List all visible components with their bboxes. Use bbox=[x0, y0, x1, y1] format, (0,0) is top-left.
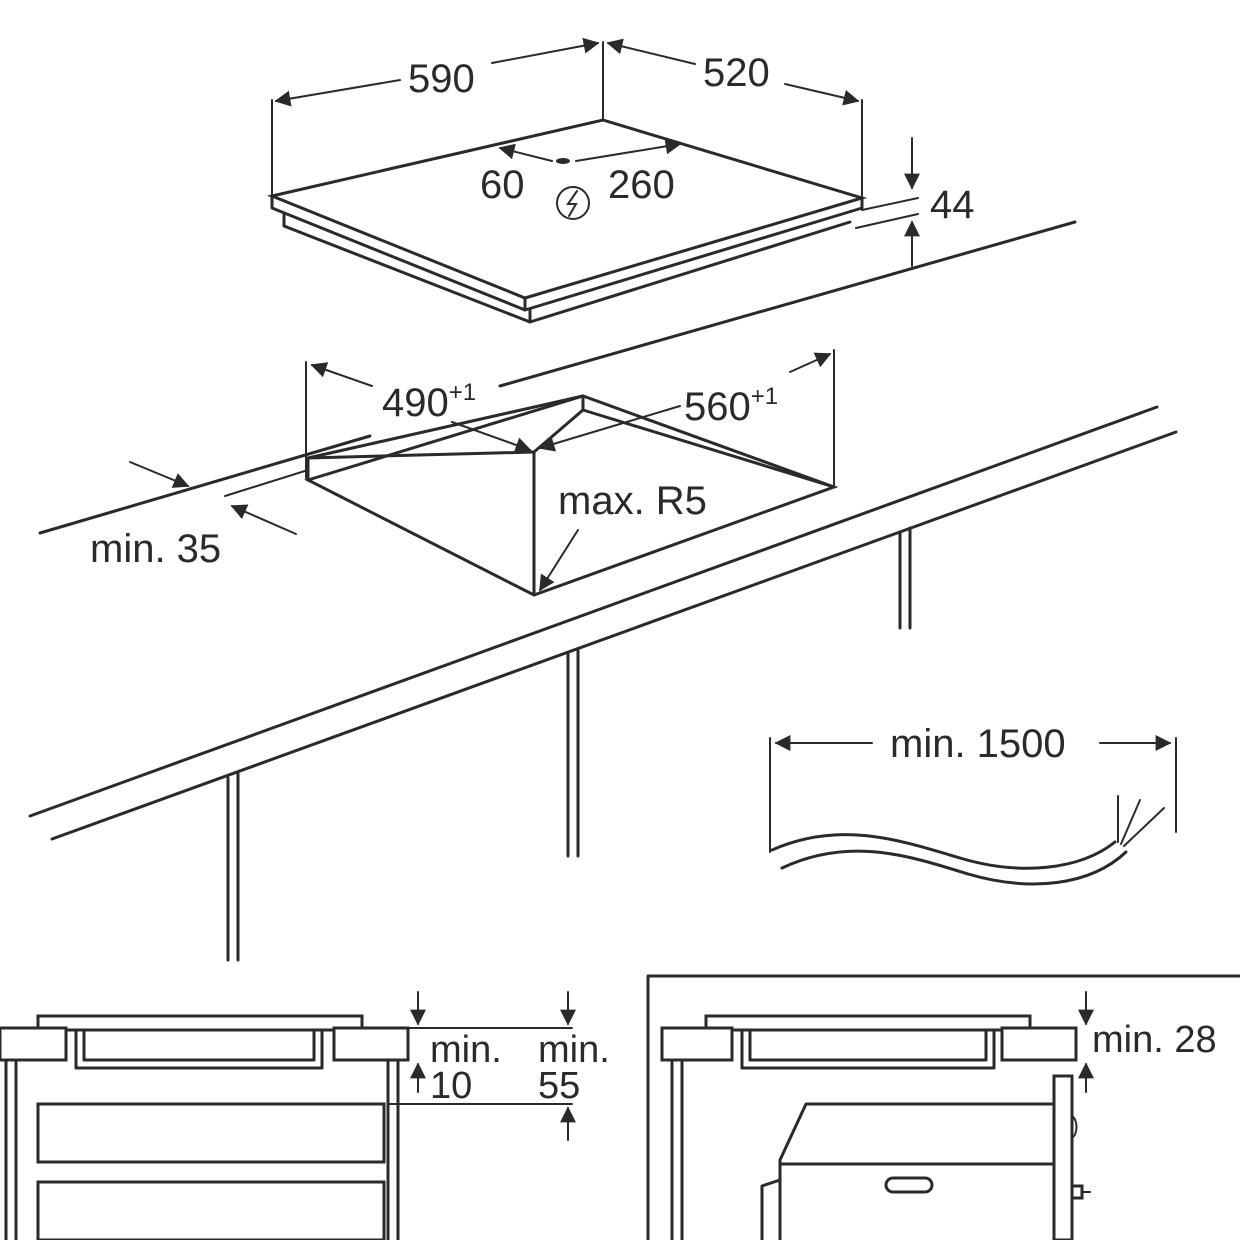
dim-44-label: 44 bbox=[930, 183, 975, 227]
section-left-hob-body bbox=[74, 1028, 324, 1070]
dim-560-right bbox=[789, 352, 832, 373]
section-right-hob-body-inner bbox=[748, 1028, 988, 1062]
ext-35-line bbox=[224, 469, 309, 497]
hob-illustration: 590 520 44 60 260 bbox=[267, 37, 975, 324]
section-left-drawer-top bbox=[36, 1102, 386, 1164]
section-right-frame bbox=[646, 974, 1240, 1240]
dim-490-right bbox=[451, 421, 532, 453]
section-left-hob-body-inner bbox=[82, 1028, 316, 1062]
min28-label: min. 28 bbox=[1092, 1019, 1217, 1061]
section-right-oven-top bbox=[778, 1102, 1056, 1240]
wire-2 bbox=[1120, 799, 1141, 845]
dim-260-arrow bbox=[575, 138, 682, 162]
dim-60-arrow bbox=[498, 143, 553, 162]
cutout-back-inner bbox=[306, 450, 536, 460]
dim-60-label: 60 bbox=[480, 163, 525, 207]
section-right-door-knob bbox=[1071, 1115, 1078, 1139]
connection-point bbox=[556, 158, 570, 164]
dim-590-label: 590 bbox=[408, 57, 475, 101]
dim-520-right bbox=[784, 83, 860, 106]
cable-illustration: min. 1500 bbox=[769, 722, 1177, 886]
section-right-oven-vent bbox=[884, 1176, 934, 1194]
hob-top-surface bbox=[267, 118, 868, 300]
min55-line1: min. bbox=[538, 1029, 610, 1071]
section-left-hob-plate bbox=[36, 1014, 364, 1032]
section-right-door-handle bbox=[1070, 1184, 1084, 1200]
corner-radius-label: max. R5 bbox=[558, 479, 707, 523]
worktop-front-bottom-edge bbox=[50, 430, 1178, 841]
cable-length-label: min. 1500 bbox=[890, 722, 1066, 766]
worktop-back-edge bbox=[498, 220, 1077, 388]
dim-590-right bbox=[491, 37, 600, 64]
dim-520-left bbox=[606, 38, 696, 65]
dim-560-value: 560 bbox=[684, 385, 751, 429]
cable-line-b bbox=[780, 849, 1128, 886]
section-right-worktop-left bbox=[660, 1026, 734, 1062]
section-left: min. 10 min. 55 bbox=[0, 991, 610, 1240]
worktop-front-top-edge bbox=[28, 405, 1159, 818]
section-right-worktop-right bbox=[1000, 1026, 1078, 1062]
dim-520-label: 520 bbox=[703, 51, 770, 95]
dim-560-tol: +1 bbox=[751, 383, 778, 410]
dim-490-value: 490 bbox=[382, 381, 449, 425]
min10-line2: 10 bbox=[430, 1065, 472, 1107]
dim-35-arrow-b bbox=[230, 504, 297, 535]
worktop-illustration: 490+1 560+1 max. R5 min. 35 bbox=[28, 220, 1178, 962]
section-left-worktop-right bbox=[332, 1026, 410, 1062]
dim-560-label: 560+1 bbox=[684, 383, 778, 429]
front-edge-label: min. 35 bbox=[90, 527, 221, 571]
min10-line1: min. bbox=[430, 1029, 502, 1071]
power-connection-icon bbox=[556, 186, 590, 220]
ext-44-top bbox=[861, 197, 919, 211]
cable-line-a bbox=[770, 833, 1117, 870]
section-right-hob-body bbox=[740, 1028, 996, 1070]
min55-line2: 55 bbox=[538, 1065, 580, 1107]
section-right-oven-back bbox=[760, 1178, 782, 1240]
corner-radius-arrow bbox=[539, 529, 579, 592]
section-right-hob-plate bbox=[704, 1014, 1032, 1032]
cutout-depth-edges bbox=[306, 394, 836, 489]
dim-590-left bbox=[274, 79, 401, 107]
ext-44-bottom bbox=[855, 213, 919, 229]
dim-490-left bbox=[310, 362, 373, 387]
section-left-drawer-bottom bbox=[36, 1180, 386, 1240]
dim-560-left bbox=[538, 405, 681, 452]
wire-3 bbox=[1123, 807, 1165, 847]
section-right: min. 28 bbox=[646, 974, 1240, 1240]
dim-490-tol: +1 bbox=[449, 379, 476, 406]
dim-35-arrow-a bbox=[129, 461, 190, 488]
section-left-worktop-left bbox=[0, 1026, 68, 1062]
hob-body bbox=[282, 212, 852, 324]
dim-490-label: 490+1 bbox=[382, 379, 476, 425]
section-right-oven-door bbox=[1052, 1074, 1074, 1240]
dim-260-label: 260 bbox=[608, 163, 675, 207]
worktop-top-left-edge bbox=[38, 434, 372, 535]
